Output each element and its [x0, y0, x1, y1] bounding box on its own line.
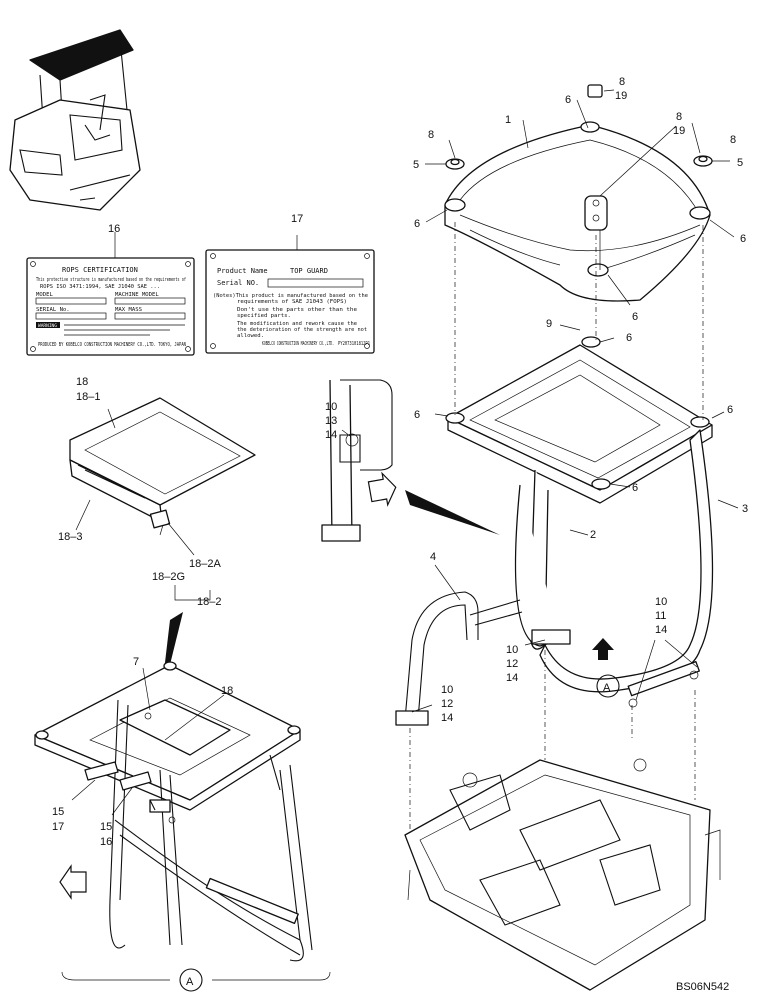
- assembly-centerlines: [409, 222, 704, 835]
- rops-plate-max-mass: MAX MASS: [115, 307, 142, 313]
- rops-plate-line1: This protective structure is manufacture…: [36, 277, 186, 283]
- callout-9: 9: [546, 318, 552, 330]
- callout-10-a: 10: [325, 401, 337, 413]
- rops-plate-warning: WARNING: [38, 323, 57, 329]
- rops-plate-line2: ROPS ISO 3471:1994, SAE J1040 SAE ...: [40, 284, 160, 290]
- callout-6-frame-rear: 6: [626, 332, 632, 344]
- callout-10-c: 10: [441, 684, 453, 696]
- callout-6-top: 6: [565, 94, 571, 106]
- guard-plate-note6: the deterioration of the strength are no…: [237, 327, 367, 333]
- guard-plate-note2: requirements of SAE J1043 (FOPS): [237, 299, 347, 305]
- callout-2: 2: [590, 529, 596, 541]
- callout-8-top: 8: [619, 76, 625, 88]
- callout-16: 16: [108, 223, 120, 235]
- rops-frame: [395, 336, 714, 726]
- callout-3: 3: [742, 503, 748, 515]
- callout-6-right: 6: [740, 233, 746, 245]
- lower-view-arrow-icon: [59, 864, 87, 900]
- callout-18-2G: 18–2G: [152, 571, 185, 583]
- guard-plate-note1: (Notes)This product is manufactured base…: [213, 293, 369, 299]
- cover-plate-assembly: [69, 397, 256, 529]
- top-guard-cover: [444, 121, 711, 302]
- top-guard-plate: Product Name TOP GUARD Serial NO. (Notes…: [205, 249, 375, 354]
- rops-certification-plate: ROPS CERTIFICATION This protective struc…: [26, 257, 195, 356]
- callout-10-b: 10: [506, 644, 518, 656]
- callout-1: 1: [505, 114, 511, 126]
- guard-plate-note5: The modification and rework cause the: [237, 321, 358, 327]
- up-arrow-icon: [592, 638, 614, 660]
- callout-19-top: 19: [615, 90, 627, 102]
- callout-18-1: 18–1: [76, 391, 100, 403]
- callout-18-2A: 18–2A: [189, 558, 221, 570]
- callout-11-d: 11: [655, 610, 666, 622]
- callout-14-a: 14: [325, 429, 337, 441]
- view-a-label-upper: A: [603, 682, 611, 694]
- callout-13-a: 13: [325, 415, 337, 427]
- rops-plate-footer: PRODUCED BY KOBELCO CONSTRUCTION MACHINE…: [38, 342, 186, 348]
- guard-plate-product-label: Product Name: [217, 267, 268, 275]
- callout-14-d: 14: [655, 624, 667, 636]
- callout-6-frame-left: 6: [414, 409, 420, 421]
- guard-plate-footer: KOBELCO CONSTRUCTION MACHINERY CO.,LTD.: [262, 341, 334, 347]
- rops-plate-title: ROPS CERTIFICATION: [62, 266, 138, 274]
- callout-10-d: 10: [655, 596, 667, 608]
- rops-plate-machine-model: MACHINE MODEL: [115, 292, 159, 298]
- machine-thumbnail: [9, 29, 141, 211]
- callout-14-c: 14: [441, 712, 453, 724]
- callout-6-left: 6: [414, 218, 420, 230]
- callout-4: 4: [430, 551, 436, 563]
- callout-18-lower: 18: [221, 685, 233, 697]
- callout-17: 17: [291, 213, 303, 225]
- callout-18-top: 18: [76, 376, 88, 388]
- guard-plate-product-value: TOP GUARD: [290, 267, 328, 275]
- top-hardware: [445, 84, 713, 170]
- rops-plate-model: MODEL: [36, 292, 53, 298]
- guard-plate-note3: Don't use the parts other than the: [237, 307, 358, 313]
- callout-7: 7: [133, 656, 139, 668]
- callout-16-b: 16: [100, 836, 112, 848]
- callout-18-2: 18–2: [197, 596, 221, 608]
- guard-plate-note7: allowed.: [237, 333, 264, 339]
- callout-labels: 1 2 3 4 5 5 6 6 6 6 6 6 6 6 6 7 8 8 8 8 …: [52, 76, 748, 993]
- callout-8-mid: 8: [676, 111, 682, 123]
- view-a-marker-upper: A: [596, 674, 620, 698]
- callout-12-b: 12: [506, 658, 518, 670]
- callout-8-left: 8: [428, 129, 434, 141]
- view-a-label-lower: A: [186, 976, 194, 988]
- callout-6-frame-right: 6: [727, 404, 733, 416]
- base-frame: [404, 758, 721, 991]
- callout-12-c: 12: [441, 698, 453, 710]
- callout-19-mid: 19: [673, 125, 685, 137]
- guard-plate-code: PY2073101812P1: [338, 341, 370, 347]
- view-arrow-icon: [367, 471, 397, 507]
- leader-lines: [61, 89, 739, 981]
- rops-plate-serial: SERIAL No.: [36, 307, 70, 313]
- callout-5-left: 5: [413, 159, 419, 171]
- callout-15-a: 15: [52, 806, 64, 818]
- callout-8-right: 8: [730, 134, 736, 146]
- leader-wedge-center: [405, 490, 500, 535]
- view-a-marker-lower: A: [179, 968, 203, 992]
- drawing-code: BS06N542: [676, 981, 729, 993]
- lower-canopy-view: [34, 661, 313, 962]
- callout-17-b: 17: [52, 821, 64, 833]
- callout-6-bottom: 6: [632, 311, 638, 323]
- callout-5-right: 5: [737, 157, 743, 169]
- guard-plate-serial-label: Serial NO.: [217, 279, 259, 287]
- handrail-bracket-detail: [321, 379, 393, 542]
- callout-6-frame-front: 6: [632, 482, 638, 494]
- guard-plate-note4: specified parts.: [237, 313, 291, 319]
- callout-18-3: 18–3: [58, 531, 82, 543]
- callout-15-b: 15: [100, 821, 112, 833]
- callout-14-b: 14: [506, 672, 518, 684]
